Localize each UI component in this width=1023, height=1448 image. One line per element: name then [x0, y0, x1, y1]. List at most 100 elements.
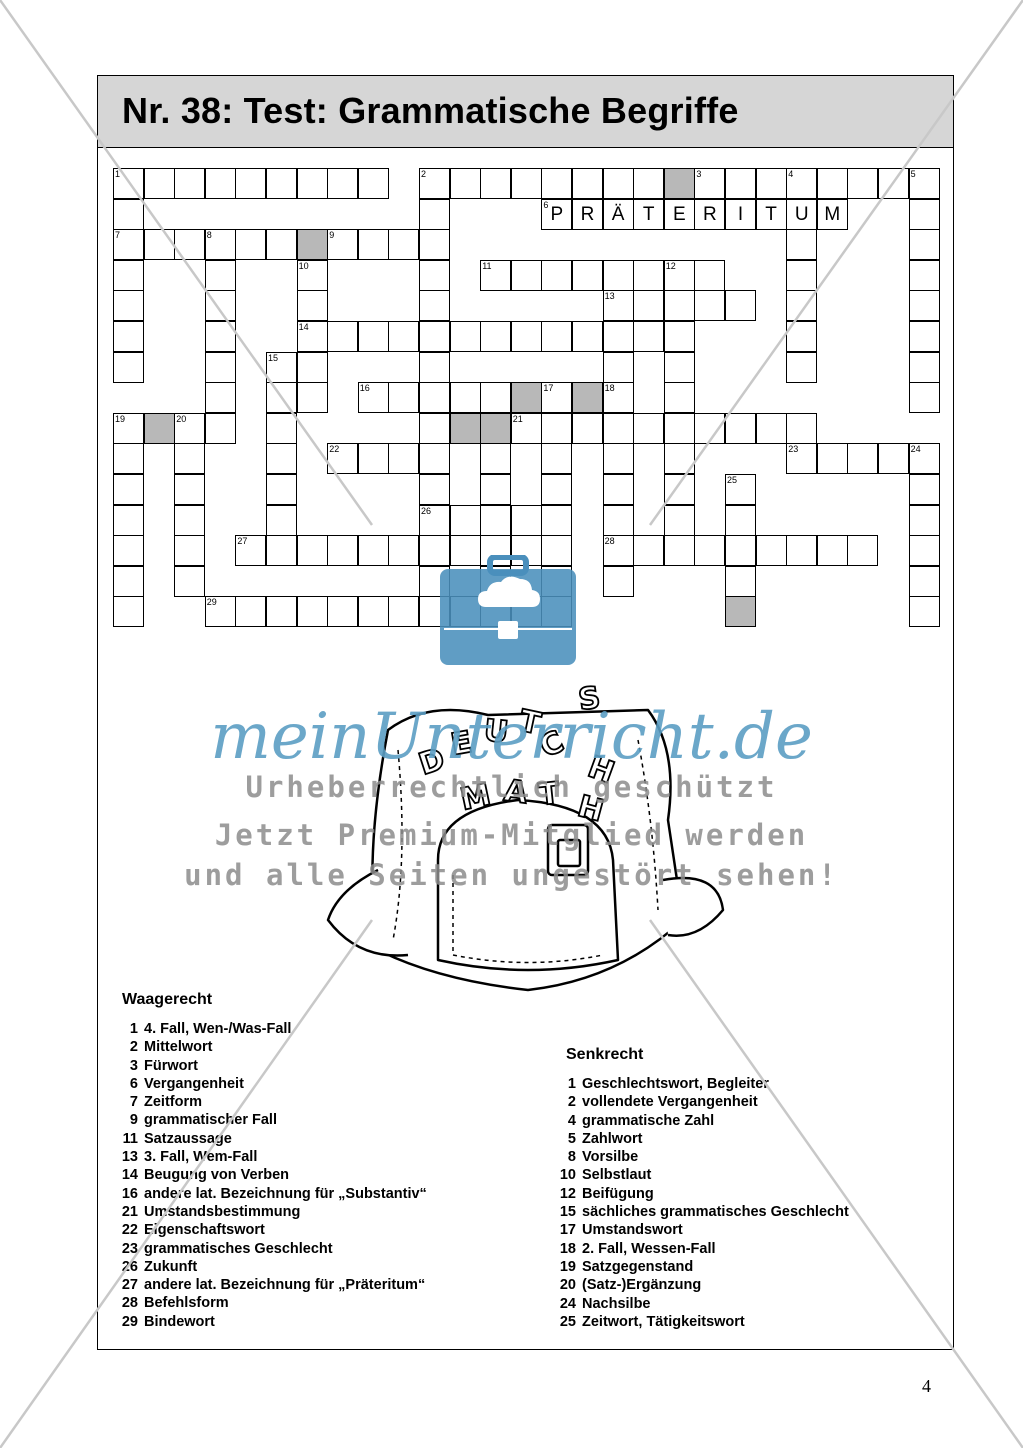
crossword-cell[interactable] — [633, 535, 665, 567]
crossword-cell[interactable] — [480, 382, 512, 414]
crossword-cell[interactable] — [908, 198, 940, 230]
crossword-cell[interactable] — [602, 290, 634, 322]
crossword-cell[interactable] — [786, 229, 818, 261]
crossword-cell[interactable] — [449, 412, 481, 444]
crossword-cell[interactable] — [908, 504, 940, 536]
crossword-cell[interactable] — [572, 382, 603, 414]
crossword-cell[interactable] — [633, 290, 665, 322]
crossword-cell[interactable] — [541, 535, 573, 567]
crossword-cell[interactable] — [908, 229, 940, 261]
crossword-cell[interactable] — [908, 565, 940, 597]
crossword-cell[interactable] — [204, 412, 236, 444]
crossword-cell[interactable] — [602, 168, 634, 199]
crossword-cell[interactable] — [266, 443, 297, 475]
crossword-cell[interactable] — [357, 443, 389, 475]
crossword-cell[interactable] — [602, 351, 634, 383]
crossword-cell[interactable] — [755, 412, 787, 444]
crossword-cell[interactable] — [266, 412, 297, 444]
crossword-cell[interactable] — [725, 168, 756, 199]
crossword-cell[interactable] — [235, 229, 267, 261]
crossword-cell[interactable] — [113, 596, 144, 628]
crossword-cell[interactable] — [480, 259, 512, 291]
crossword-cell[interactable] — [419, 229, 450, 261]
crossword-cell[interactable] — [204, 382, 236, 414]
crossword-cell[interactable] — [755, 168, 787, 199]
crossword-cell[interactable] — [235, 596, 267, 628]
crossword-cell[interactable] — [480, 443, 512, 475]
crossword-cell[interactable] — [786, 412, 818, 444]
crossword-cell[interactable] — [113, 535, 144, 567]
crossword-cell[interactable] — [908, 474, 940, 505]
crossword-cell[interactable] — [449, 382, 481, 414]
crossword-cell[interactable] — [908, 382, 940, 414]
crossword-cell[interactable] — [480, 535, 512, 567]
crossword-cell[interactable] — [296, 168, 328, 199]
crossword-cell[interactable] — [357, 229, 389, 261]
crossword-cell[interactable] — [113, 198, 144, 230]
crossword-cell[interactable] — [694, 535, 726, 567]
crossword-cell[interactable] — [816, 443, 848, 475]
crossword-cell[interactable] — [847, 168, 879, 199]
crossword-cell[interactable] — [541, 259, 573, 291]
crossword-cell[interactable] — [725, 565, 756, 597]
crossword-cell[interactable] — [572, 198, 603, 230]
crossword-cell[interactable] — [725, 535, 756, 567]
crossword-cell[interactable] — [602, 321, 634, 352]
crossword-cell[interactable] — [878, 168, 909, 199]
crossword-cell[interactable] — [204, 290, 236, 322]
crossword-cell[interactable] — [204, 321, 236, 352]
crossword-cell[interactable] — [602, 412, 634, 444]
crossword-cell[interactable] — [113, 443, 144, 475]
crossword-cell[interactable] — [388, 596, 420, 628]
crossword-cell[interactable] — [908, 290, 940, 322]
crossword-cell[interactable] — [357, 535, 389, 567]
crossword-cell[interactable] — [541, 504, 573, 536]
crossword-cell[interactable] — [113, 504, 144, 536]
crossword-cell[interactable] — [266, 504, 297, 536]
crossword-cell[interactable] — [602, 565, 634, 597]
crossword-cell[interactable] — [419, 412, 450, 444]
crossword-cell[interactable] — [113, 351, 144, 383]
crossword-cell[interactable] — [541, 321, 573, 352]
crossword-cell[interactable] — [113, 290, 144, 322]
crossword-cell[interactable] — [633, 412, 665, 444]
crossword-cell[interactable] — [725, 412, 756, 444]
crossword-cell[interactable] — [419, 198, 450, 230]
crossword-cell[interactable] — [602, 198, 634, 230]
crossword-cell[interactable] — [174, 168, 206, 199]
crossword-cell[interactable] — [480, 412, 512, 444]
crossword-cell[interactable] — [266, 229, 297, 261]
crossword-cell[interactable] — [174, 474, 206, 505]
crossword-cell[interactable] — [816, 168, 848, 199]
crossword-cell[interactable] — [357, 168, 389, 199]
crossword-cell[interactable] — [510, 504, 542, 536]
crossword-cell[interactable] — [663, 321, 695, 352]
crossword-cell[interactable] — [663, 351, 695, 383]
crossword-cell[interactable] — [419, 321, 450, 352]
crossword-cell[interactable] — [113, 474, 144, 505]
crossword-cell[interactable] — [174, 565, 206, 597]
crossword-cell[interactable] — [449, 504, 481, 536]
crossword-cell[interactable] — [663, 382, 695, 414]
crossword-cell[interactable] — [174, 535, 206, 567]
crossword-cell[interactable] — [204, 596, 236, 628]
crossword-cell[interactable] — [847, 443, 879, 475]
crossword-cell[interactable] — [786, 351, 818, 383]
crossword-cell[interactable] — [633, 259, 665, 291]
crossword-cell[interactable] — [908, 259, 940, 291]
crossword-cell[interactable] — [113, 565, 144, 597]
crossword-cell[interactable] — [908, 321, 940, 352]
crossword-cell[interactable] — [847, 535, 879, 567]
crossword-cell[interactable] — [572, 168, 603, 199]
crossword-cell[interactable] — [327, 535, 359, 567]
crossword-cell[interactable] — [296, 290, 328, 322]
crossword-cell[interactable] — [572, 321, 603, 352]
crossword-cell[interactable] — [908, 596, 940, 628]
crossword-cell[interactable] — [204, 259, 236, 291]
crossword-cell[interactable] — [388, 535, 420, 567]
crossword-cell[interactable] — [296, 351, 328, 383]
crossword-cell[interactable] — [510, 321, 542, 352]
crossword-cell[interactable] — [602, 535, 634, 567]
crossword-cell[interactable] — [663, 412, 695, 444]
crossword-cell[interactable] — [755, 535, 787, 567]
